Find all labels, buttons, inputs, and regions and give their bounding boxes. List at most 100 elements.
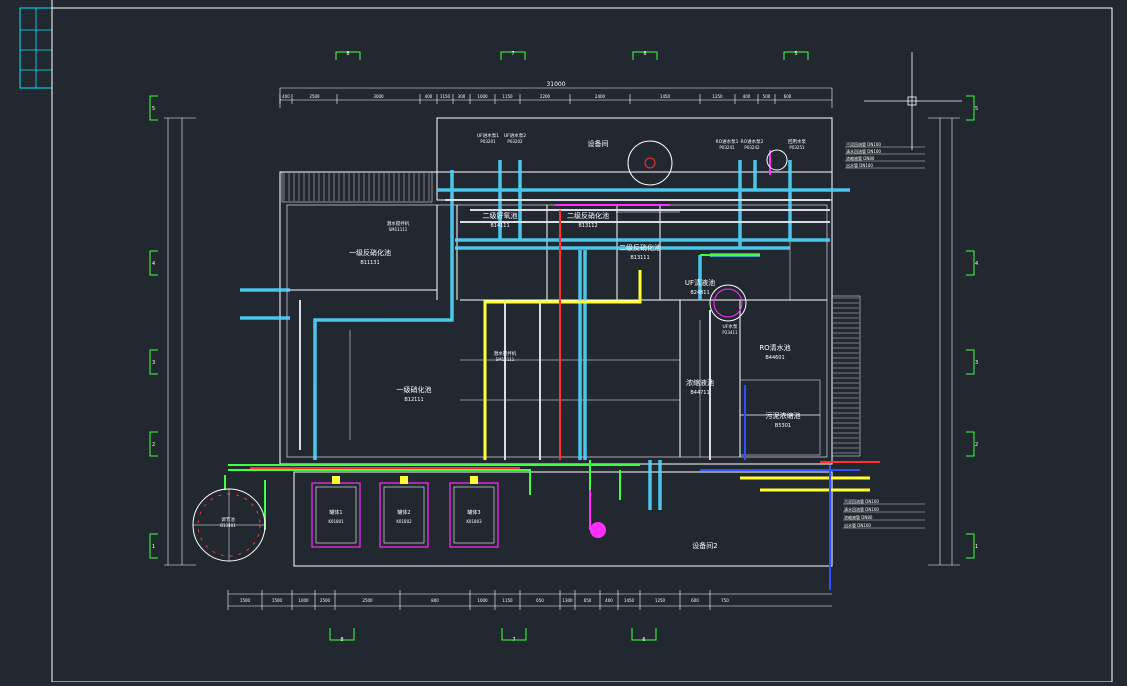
grid-label-left: 1 — [152, 544, 155, 550]
dimension-label: 1450 — [624, 598, 635, 603]
dimension-label: 600 — [691, 598, 699, 603]
room-code: B24811 — [690, 290, 709, 296]
equipment-labels: 潜水搅拌机SM11111潜水搅拌机SM12111UF进水泵1P03201UF进水… — [220, 132, 806, 528]
dimension-label: 3000 — [373, 94, 384, 99]
circular-tank — [192, 488, 266, 562]
dimension-label: 2200 — [540, 94, 551, 99]
room-name: 一级反硝化池 — [349, 248, 391, 257]
room-name: 一级硝化池 — [397, 385, 432, 394]
equipment-label: RO进水泵2 — [740, 138, 763, 145]
grid-label-left: 4 — [152, 261, 155, 267]
equipment-code: P03242 — [744, 145, 760, 150]
stair-hatch-top — [281, 171, 433, 203]
room-code: B11131 — [360, 260, 379, 266]
dimension-label: 1250 — [712, 94, 723, 99]
equipment-code: P03251 — [789, 145, 805, 150]
dimension-label: 1000 — [298, 598, 309, 603]
drawing-frame — [51, 7, 1113, 683]
grid-label-right: 1 — [975, 544, 978, 550]
room-code: B44711 — [690, 390, 709, 396]
dimension-label: 1450 — [660, 94, 671, 99]
grid-label-top: 6 — [643, 51, 646, 57]
tank-name: 罐体2 — [397, 509, 410, 516]
overall-dimension: 31000 — [546, 81, 565, 88]
equipment-code: P23411 — [722, 330, 738, 335]
legend-entry: 污泥回流管 DN100 — [846, 141, 881, 147]
equipment-label: 调节池 — [221, 516, 235, 523]
grid-label-left: 3 — [152, 360, 155, 366]
grid-label-right: 4 — [975, 261, 978, 267]
dimension-label: 500 — [763, 94, 771, 99]
equipment-label: 潜水搅拌机 — [387, 220, 410, 227]
room-name: 污泥浓缩池 — [766, 411, 801, 420]
top-round-fixtures — [590, 140, 788, 538]
red-pipe-network — [250, 210, 880, 469]
room-code: B14111 — [490, 223, 509, 229]
equipment-code: P03202 — [507, 139, 523, 144]
dimension-label: 1150 — [502, 598, 513, 603]
tank-code: K01802 — [396, 519, 412, 524]
blue-pipe-network — [700, 385, 860, 590]
grid-label-right: 2 — [975, 442, 978, 448]
grid-label-top: 8 — [346, 51, 349, 57]
room-labels: 设备间二级好氧池B14111二级反硝化池B13112一级反硝化池B11131二级… — [349, 139, 801, 550]
dimension-label: 800 — [431, 598, 439, 603]
equipment-code: P03241 — [719, 145, 735, 150]
equipment-code: B13401 — [220, 523, 236, 528]
grid-label-bottom: 6 — [642, 637, 645, 643]
left-dimension-column — [164, 117, 196, 566]
building-outline — [279, 117, 833, 567]
legend-entry: 清水回流管 DN100 — [846, 148, 881, 154]
dimension-label: 300 — [458, 94, 466, 99]
grid-label-left: 5 — [152, 106, 155, 112]
dimension-label: 650 — [536, 598, 544, 603]
legend-entry: 污泥回流管 DN100 — [844, 498, 879, 504]
room-name: 设备间2 — [692, 541, 717, 550]
top-dimension-chain: 31000 400 2500 3000 400 1150 300 1000 1150 2200 2… — [279, 81, 833, 108]
room-code: B13112 — [578, 223, 597, 229]
grid-label-right: 3 — [975, 360, 978, 366]
room-code: B12111 — [404, 397, 423, 403]
room-name: 二级反硝化池 — [567, 211, 609, 220]
room-code: B44601 — [765, 355, 784, 361]
yellow-pipe-network — [483, 270, 870, 492]
dimension-label: 2400 — [595, 94, 606, 99]
dimension-label: 1150 — [440, 94, 451, 99]
dimension-label: 2500 — [309, 94, 320, 99]
legend-entry: 出水管 DN100 — [844, 522, 871, 528]
equipment-code: P03201 — [480, 139, 496, 144]
dimension-label: 2500 — [320, 598, 331, 603]
dimension-label: 650 — [584, 598, 592, 603]
room-name: 二级好氧池 — [483, 211, 518, 220]
equipment-label: RO进水泵1 — [715, 138, 738, 145]
grid-label-right: 5 — [975, 106, 978, 112]
legend-entry: 出水管 DN100 — [846, 162, 873, 168]
grid-label-top: 7 — [511, 51, 514, 57]
dimension-label: 1300 — [562, 598, 573, 603]
grid-label-bottom: 8 — [340, 637, 343, 643]
room-name: RO清水池 — [759, 343, 790, 352]
dimension-label: 400 — [425, 94, 433, 99]
dimension-label: 750 — [721, 598, 729, 603]
stair-hatch-right — [831, 295, 861, 457]
dimension-label: 400 — [605, 598, 613, 603]
legend-entry: 浓缩液管 DN80 — [844, 514, 873, 520]
room-name: 设备间 — [588, 139, 609, 148]
dimension-label: 1150 — [502, 94, 513, 99]
equipment-label: 潜水搅拌机 — [494, 350, 517, 357]
room-code: B5301 — [775, 423, 791, 429]
right-dimension-column — [928, 117, 960, 566]
dimension-label: 400 — [743, 94, 751, 99]
legend-entry: 清水回流管 DN100 — [844, 506, 879, 512]
dimension-label: 1000 — [477, 94, 488, 99]
dimension-label: 1500 — [272, 598, 283, 603]
magenta-pipe-network — [555, 150, 771, 530]
dimension-label: 1250 — [655, 598, 666, 603]
cyan-pipe-network — [240, 160, 850, 510]
equipment-code: SM12111 — [496, 357, 515, 362]
dimension-label: 1500 — [240, 598, 251, 603]
